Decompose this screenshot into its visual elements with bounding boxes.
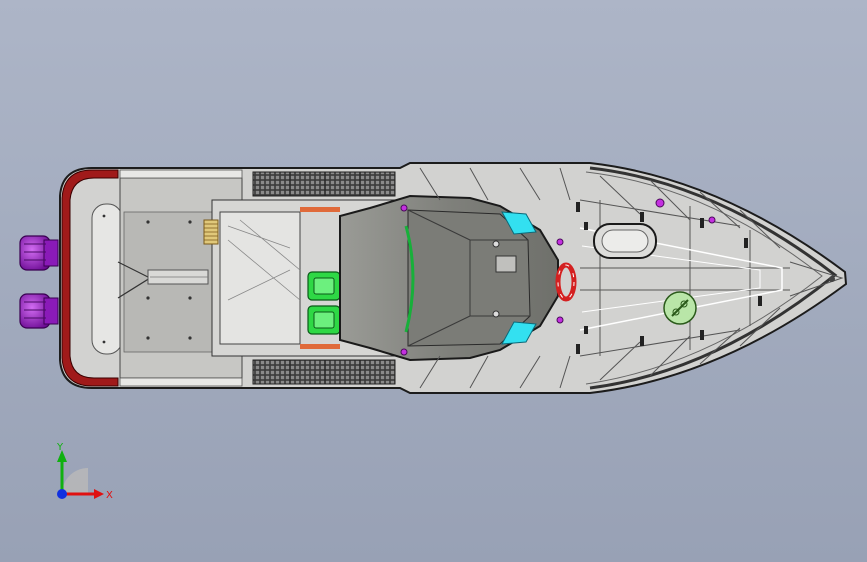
helm-seat-icon[interactable] bbox=[307, 271, 341, 301]
deck-fitting-icon bbox=[400, 198, 716, 356]
side-grate-top bbox=[252, 171, 396, 197]
window-icon bbox=[501, 211, 537, 345]
x-axis-label: X bbox=[106, 490, 113, 501]
coordinate-triad-icon: Y X bbox=[56, 442, 113, 501]
side-grate-bottom bbox=[252, 359, 396, 385]
cleat-icon bbox=[576, 202, 762, 354]
fender bbox=[61, 169, 119, 387]
stern-platform bbox=[91, 203, 123, 355]
outboard-motor-icon[interactable] bbox=[19, 235, 59, 271]
outboard-motor-icon[interactable] bbox=[19, 293, 59, 329]
bow-deck bbox=[419, 167, 790, 389]
round-hatch-icon[interactable] bbox=[663, 291, 697, 325]
life-ring-icon[interactable] bbox=[555, 262, 577, 302]
stair-icon bbox=[203, 219, 219, 245]
deck-hatch-icon[interactable] bbox=[593, 223, 657, 259]
y-axis-label: Y bbox=[56, 442, 64, 453]
helm-seat-icon[interactable] bbox=[307, 305, 341, 335]
